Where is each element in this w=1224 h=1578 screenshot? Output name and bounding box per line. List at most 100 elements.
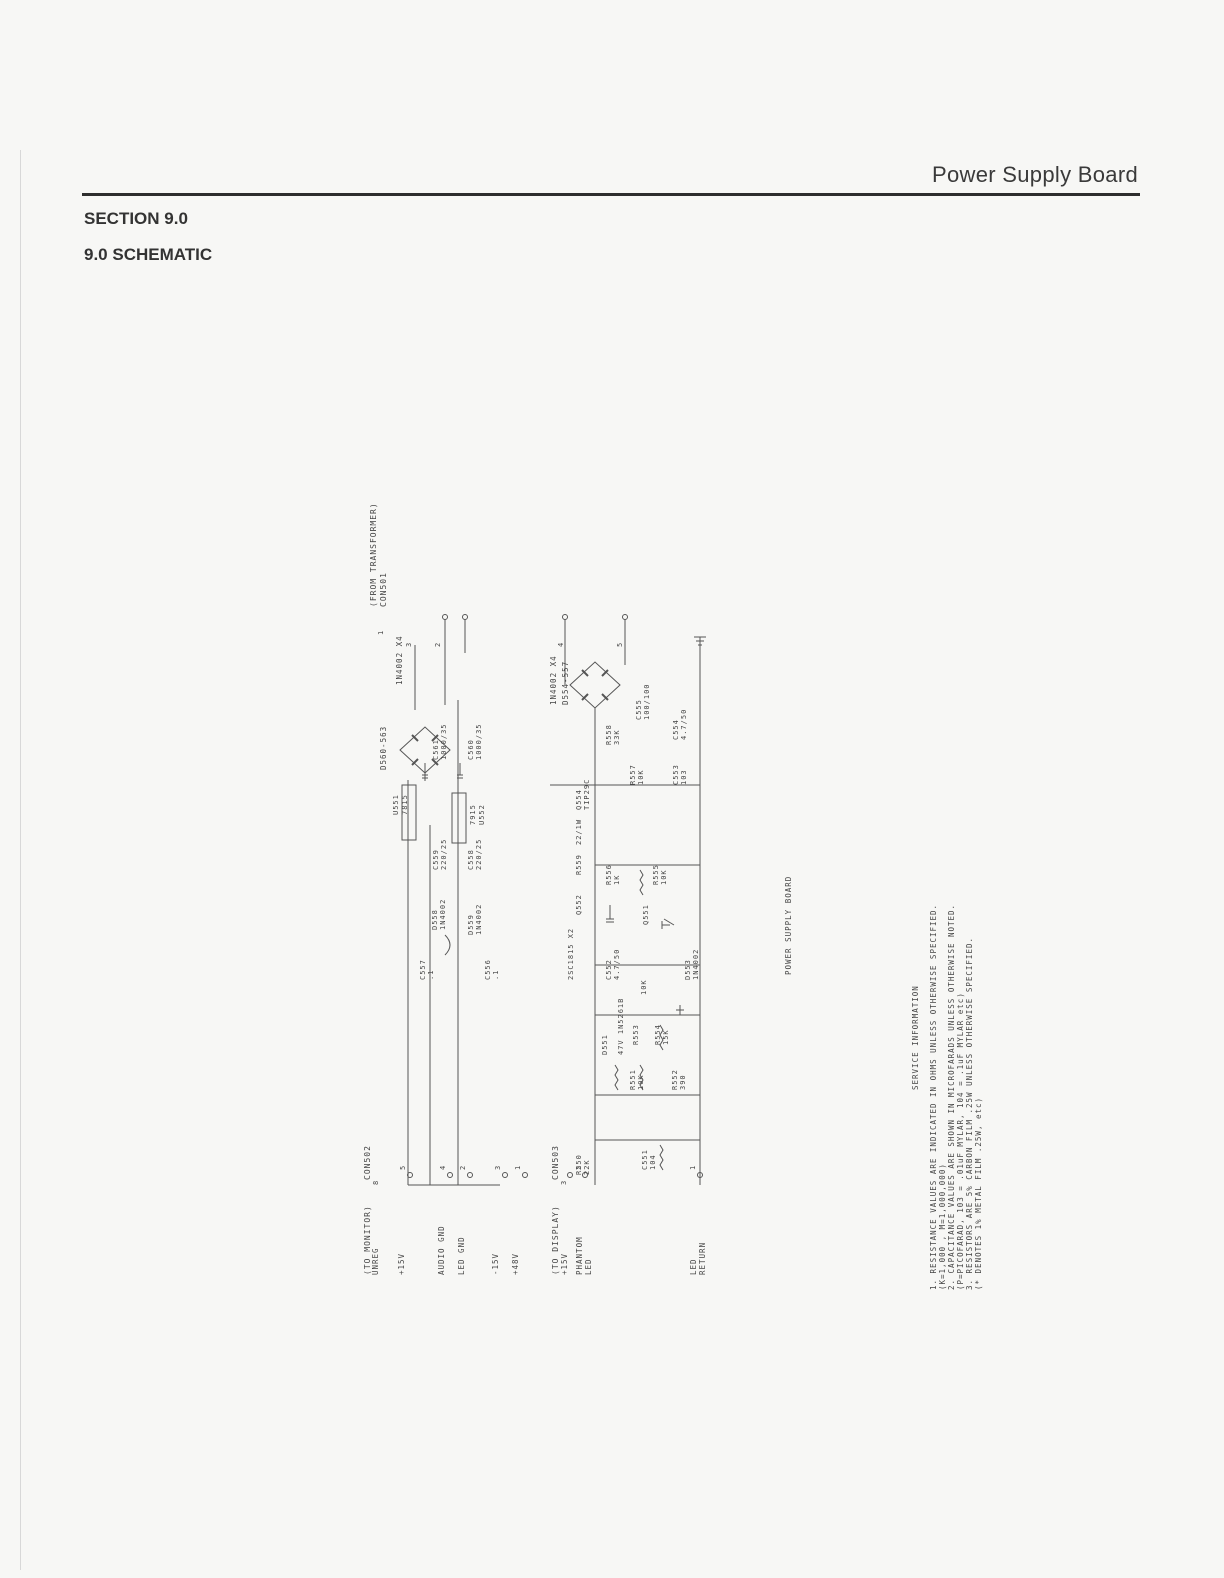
r555-ref: R555: [652, 864, 660, 885]
r554-ref: R554: [654, 1024, 662, 1045]
supply-led: LED: [689, 1258, 698, 1275]
c553-ref: C553: [672, 764, 680, 785]
supply-display-plus15v: +15V: [560, 1252, 569, 1275]
r551-ref: R551: [629, 1069, 637, 1090]
con503-label: CON503: [551, 1145, 560, 1180]
c555-ref: C555: [635, 699, 643, 720]
bridge-bottom-part-label: 1N4002 X4: [549, 655, 558, 705]
service-info-line-1: 1. RESISTANCE VALUES ARE INDICATED IN OH…: [929, 903, 938, 1290]
r553-ref: R553: [632, 1024, 640, 1045]
q554-value: TIP29C: [583, 778, 591, 810]
c558-ref: C558: [467, 849, 475, 870]
service-info-line-5: 3. RESISTORS ARE 5% CARBON FILM .25W UNL…: [965, 937, 974, 1290]
pin-con502-8: 8: [372, 1179, 380, 1185]
q552-value: 2SC1815 X2: [567, 927, 575, 980]
r553-value: 10K: [640, 979, 648, 995]
c556-ref: C556: [484, 959, 492, 980]
pin-con501-2: 2: [434, 641, 442, 647]
pin-con501-1: 1: [377, 629, 385, 635]
c551-ref: C551: [641, 1149, 649, 1170]
c556-value: .1: [492, 969, 500, 980]
schematic-diagram: (FROM TRANSFORMER) CON501 1N4002 X4 D560…: [340, 502, 1000, 1315]
pin-con503-1: 1: [689, 1164, 697, 1170]
pin-con502-1: 1: [514, 1164, 522, 1170]
r555-value: 10K: [660, 869, 668, 885]
from-transformer-label: (FROM TRANSFORMER): [369, 502, 378, 607]
supply-led-gnd: LED GND: [457, 1236, 466, 1275]
r556-value: 1K: [613, 874, 621, 885]
supply-minus15v: -15V: [491, 1252, 500, 1275]
c560-value: 1000/35: [475, 723, 483, 760]
supply-audio-gnd: AUDIO GND: [437, 1225, 446, 1275]
supply-unreg: UNREG: [371, 1247, 380, 1275]
c552-value: 4.7/50: [613, 948, 621, 980]
supply-plus48v: +48V: [511, 1252, 520, 1275]
r551-value: 10K: [637, 1074, 645, 1090]
r558-ref: R558: [605, 724, 613, 745]
d553-value: 1N4002: [692, 948, 700, 980]
page-header-title: Power Supply Board: [932, 162, 1138, 187]
supply-led-return: RETURN: [698, 1241, 707, 1275]
c558-value: 220/25: [475, 838, 483, 870]
u552-ref: U552: [478, 804, 486, 825]
service-info-line-3: 2. CAPACITANCE VALUES ARE SHOWN IN MICRO…: [947, 903, 956, 1290]
r550-value: 22K: [583, 1159, 591, 1175]
d553-ref: D553: [684, 959, 692, 980]
q554-ref: Q554: [575, 789, 583, 810]
c552-ref: C552: [605, 959, 613, 980]
d558-ref: D558: [431, 909, 439, 930]
c553-value: 103: [680, 769, 688, 785]
u552-part: 7915: [469, 804, 477, 825]
c554-ref: C554: [672, 719, 680, 740]
service-info-line-4: (P=PICOFARAD, 103 = .01uF MYLAR, 104 = .…: [956, 992, 965, 1290]
r559-label: R559: [575, 854, 583, 875]
bridge-bottom-diodes-label: D554-557: [561, 660, 570, 705]
pin-con503-3: 3: [560, 1179, 568, 1185]
d558-value: 1N4002: [439, 898, 447, 930]
r557-value: 10K: [637, 769, 645, 785]
r556-ref: R556: [605, 864, 613, 885]
pin-con502-4: 4: [439, 1164, 447, 1170]
pin-con503-2: 2: [575, 1164, 583, 1170]
to-display-label: (TO DISPLAY): [551, 1205, 560, 1275]
section-label: SECTION 9.0: [84, 209, 188, 228]
r558-value: 33K: [613, 729, 621, 745]
con501-label: CON501: [379, 572, 388, 607]
c561-ref: C561: [432, 739, 440, 760]
pin-con502-5: 5: [399, 1164, 407, 1170]
header-rule: [82, 193, 1140, 196]
bridge-top-diodes-label: D560-563: [379, 725, 388, 770]
c554-value: 4.7/50: [680, 708, 688, 740]
d559-value: 1N4002: [475, 903, 483, 935]
bridge-top-part-label: 1N4002 X4: [395, 635, 404, 685]
pin-con501-4: 4: [557, 641, 565, 647]
schematic-wiring: [399, 614, 706, 1186]
r557-ref: R557: [629, 764, 637, 785]
d559-ref: D559: [467, 914, 475, 935]
c559-value: 220/25: [440, 838, 448, 870]
service-info-line-2: (K=1,000 , M=1,000,000): [938, 1163, 947, 1290]
u551-ref: U551: [392, 794, 400, 815]
supply-phantom: PHANTOM: [575, 1236, 584, 1275]
r552-ref: R552: [671, 1069, 679, 1090]
c557-value: .1: [427, 969, 435, 980]
d551-label: D551: [601, 1034, 609, 1055]
q551-ref: Q551: [642, 904, 650, 925]
c561-value: 1000/35: [440, 723, 448, 760]
supply-phantom-led: LED: [584, 1258, 593, 1275]
c551-value: 104: [649, 1154, 657, 1170]
r554-value: 15K: [662, 1029, 670, 1045]
pin-con501-3: 3: [405, 641, 413, 647]
pin-con502-3: 3: [494, 1164, 502, 1170]
c557-ref: C557: [419, 959, 427, 980]
c560-ref: C560: [467, 739, 475, 760]
r552-value: 390: [679, 1074, 687, 1090]
c559-ref: C559: [432, 849, 440, 870]
service-info-heading: SERVICE INFORMATION: [911, 985, 920, 1090]
q552-ref: Q552: [575, 894, 583, 915]
subsection-label: 9.0 SCHEMATIC: [84, 245, 213, 264]
pin-con501-5: 5: [616, 641, 624, 647]
r559-value: 22/1W: [575, 818, 583, 845]
pin-con502-2: 2: [459, 1164, 467, 1170]
c555-value: 100/100: [643, 683, 651, 720]
